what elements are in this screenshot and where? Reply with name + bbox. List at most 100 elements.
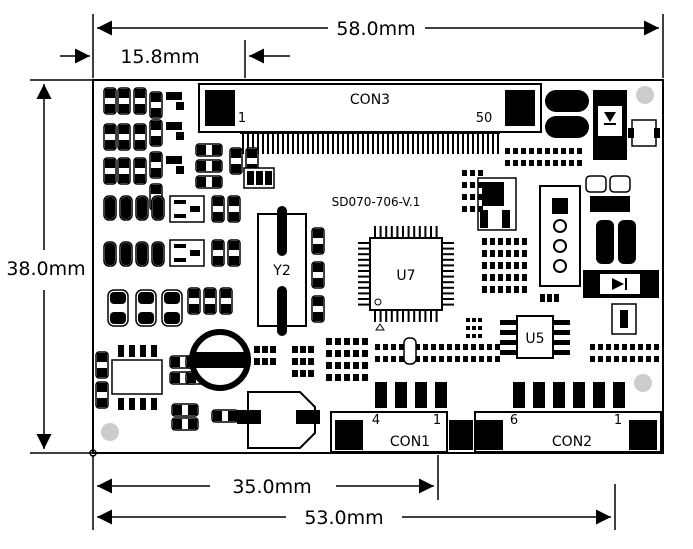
pad	[514, 250, 519, 257]
pad	[362, 374, 368, 381]
origin-mark	[89, 449, 97, 457]
pad	[442, 132, 444, 154]
pad	[506, 238, 511, 245]
pad	[151, 136, 161, 145]
pad	[490, 262, 495, 269]
dim-height-label: 38.0mm	[6, 258, 85, 280]
pad	[424, 226, 427, 237]
pad	[110, 292, 126, 304]
pad	[614, 344, 619, 350]
pad	[344, 350, 350, 357]
pad	[498, 274, 503, 281]
pad	[358, 242, 369, 244]
dimension-top-width: 58.0mm	[92, 14, 664, 78]
pad	[482, 250, 487, 257]
pad	[197, 145, 206, 155]
pad	[431, 344, 436, 350]
mount-hole-top-right	[636, 86, 654, 104]
pad	[119, 140, 129, 149]
pad	[422, 132, 424, 154]
pad	[479, 356, 484, 362]
pad	[413, 311, 416, 322]
pad	[358, 292, 369, 295]
pad	[332, 132, 334, 154]
pad	[630, 356, 635, 362]
pad	[256, 171, 263, 185]
pad	[495, 356, 500, 362]
pad	[322, 132, 324, 154]
pad	[431, 356, 436, 362]
pad	[498, 238, 503, 245]
pad	[622, 356, 627, 362]
pad	[358, 253, 369, 256]
pad	[375, 356, 380, 362]
pad	[443, 253, 454, 256]
pad	[189, 289, 199, 298]
pad	[427, 132, 429, 154]
pad	[463, 356, 468, 362]
pad	[110, 312, 126, 324]
pad	[358, 264, 369, 267]
pad	[176, 102, 184, 110]
pad	[379, 311, 382, 322]
pad	[205, 289, 215, 298]
pad	[188, 405, 197, 415]
pad	[392, 132, 394, 154]
pad	[638, 356, 643, 362]
pad	[415, 344, 420, 350]
pad	[385, 226, 388, 237]
pad	[138, 292, 154, 304]
pad	[540, 294, 545, 302]
pad	[462, 194, 467, 200]
pad	[482, 132, 484, 154]
pad	[292, 132, 294, 154]
pad	[506, 262, 511, 269]
pad	[606, 356, 611, 362]
pad	[545, 148, 550, 154]
pad	[247, 149, 257, 158]
pad	[240, 132, 500, 134]
pad	[297, 132, 299, 154]
pad	[467, 132, 469, 154]
pad	[478, 170, 483, 176]
pad	[129, 398, 135, 410]
pad	[598, 356, 603, 362]
pad	[105, 140, 115, 149]
pad	[630, 344, 635, 350]
pad	[302, 132, 304, 154]
pad	[151, 345, 157, 357]
pad	[171, 373, 180, 383]
mount-hole-right	[634, 374, 652, 392]
pad	[342, 132, 344, 154]
pad	[105, 243, 115, 265]
pad	[407, 311, 410, 322]
pad	[252, 132, 254, 154]
pad	[119, 104, 129, 113]
pad	[111, 359, 163, 395]
pad	[213, 411, 222, 421]
pad	[545, 160, 550, 166]
pad	[452, 132, 454, 154]
pad	[553, 148, 558, 154]
pad	[344, 374, 350, 381]
pad	[577, 148, 582, 154]
pad	[326, 338, 332, 345]
pad	[424, 311, 427, 322]
pad	[205, 304, 215, 313]
pad	[479, 344, 484, 350]
pad	[105, 159, 115, 168]
pad	[478, 334, 482, 338]
pad	[529, 148, 534, 154]
pad	[443, 247, 454, 250]
pad	[362, 132, 364, 154]
pad	[403, 337, 417, 365]
pad	[197, 161, 206, 171]
pad	[353, 362, 359, 369]
pad	[212, 161, 221, 171]
pad	[390, 311, 393, 322]
pad	[443, 258, 454, 261]
pad	[254, 358, 260, 365]
inductor	[189, 329, 251, 391]
mount-hole-bottom-left	[101, 423, 119, 441]
con1-connector: 4 1 CON1	[330, 382, 473, 453]
